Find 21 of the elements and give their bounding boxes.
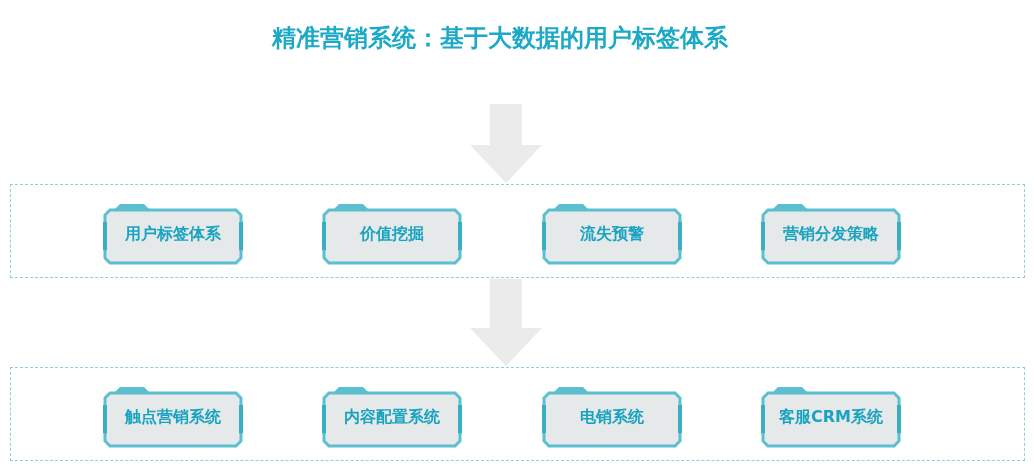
card-label: 流失预警 [580,224,644,245]
card-label: 内容配置系统 [344,407,440,428]
card-label: 价值挖掘 [360,224,424,245]
tab-card [102,203,244,266]
dashed-group-band [10,184,1025,278]
tab-card [102,386,244,449]
block-arrow [470,104,542,183]
block-arrow [470,279,542,366]
card-label: 营销分发策略 [783,224,879,245]
card-label: 触点营销系统 [125,407,221,428]
card-label: 用户标签体系 [125,224,221,245]
tab-card [541,203,683,266]
dashed-group-band [10,367,1025,461]
tab-card [321,386,463,449]
tab-card [760,386,902,449]
tab-card [321,203,463,266]
tab-card [760,203,902,266]
title: 精准营销系统：基于大数据的用户标签体系 [270,23,729,54]
card-label: 电销系统 [580,407,644,428]
card-label: 客服CRM系统 [779,407,883,428]
tab-card [541,386,683,449]
